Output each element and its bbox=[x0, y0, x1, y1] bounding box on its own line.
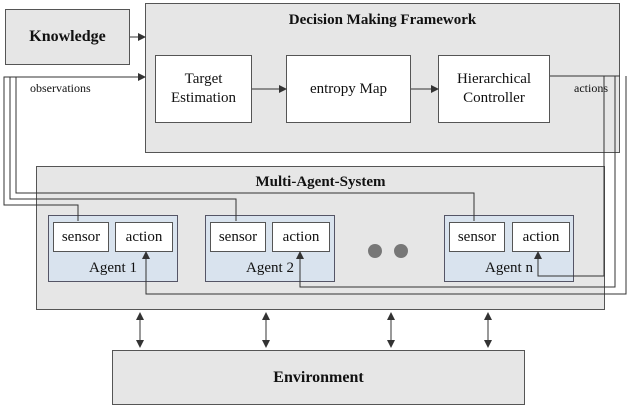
agent-2-sensor: sensor bbox=[210, 222, 266, 252]
mas-title: Multi-Agent-System bbox=[255, 174, 386, 190]
ellipsis-dot bbox=[368, 244, 382, 258]
agent-1: sensor action Agent 1 bbox=[48, 215, 178, 282]
agent-n: sensor action Agent n bbox=[444, 215, 574, 282]
agent-n-sensor: sensor bbox=[449, 222, 505, 252]
environment-box: Environment bbox=[112, 350, 525, 405]
agent-2-name: Agent 2 bbox=[246, 260, 294, 276]
entropy-map-label: entropy Map bbox=[309, 80, 388, 97]
environment-label: Environment bbox=[273, 368, 364, 386]
hierarchical-controller-box: Hierarchical Controller bbox=[438, 55, 550, 123]
agent-1-name: Agent 1 bbox=[89, 260, 137, 276]
agent-n-name: Agent n bbox=[485, 260, 533, 276]
agent-n-action: action bbox=[512, 222, 570, 252]
agent-1-sensor: sensor bbox=[53, 222, 109, 252]
agent-1-action: action bbox=[115, 222, 173, 252]
agent-2: sensor action Agent 2 bbox=[205, 215, 335, 282]
agent-2-action: action bbox=[272, 222, 330, 252]
ellipsis-dot bbox=[394, 244, 408, 258]
entropy-map-box: entropy Map bbox=[286, 55, 411, 123]
framework-title: Decision Making Framework bbox=[288, 12, 477, 28]
actions-label: actions bbox=[574, 81, 608, 95]
hierarchical-controller-label: Hierarchical Controller bbox=[456, 70, 532, 107]
knowledge-label: Knowledge bbox=[29, 28, 106, 45]
target-estimation-label: Target Estimation bbox=[171, 70, 236, 107]
observations-label: observations bbox=[30, 81, 91, 95]
knowledge-box: Knowledge bbox=[5, 9, 130, 65]
target-estimation-box: Target Estimation bbox=[155, 55, 252, 123]
